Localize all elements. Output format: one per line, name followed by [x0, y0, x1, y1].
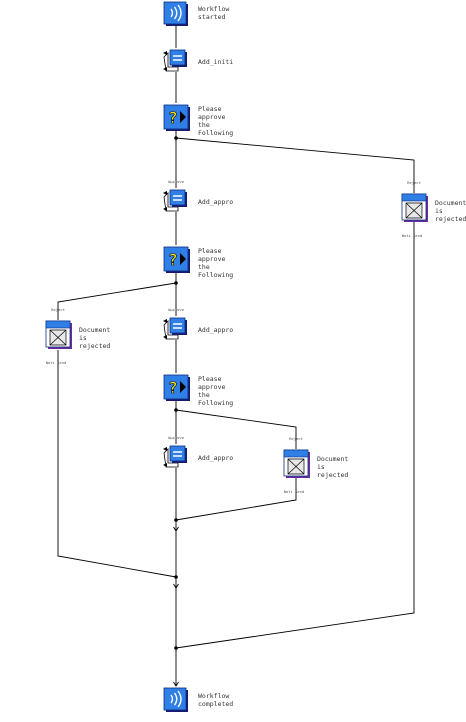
- join-point-1: [174, 646, 178, 650]
- envelope-icon: [287, 458, 305, 475]
- node-label-line: Please: [198, 375, 222, 383]
- signal-waves-icon: [170, 690, 182, 708]
- arrowhead: [173, 526, 179, 532]
- exit-label-noti-send: Noti Send: [46, 360, 67, 365]
- edge-rej1-to-join1: [175, 222, 415, 649]
- question-mark-icon: ?: [168, 108, 178, 127]
- node-label-line: Following: [198, 129, 233, 137]
- node-label-line: Please: [198, 105, 222, 113]
- equals-glyph: [173, 55, 182, 61]
- workflow-start-node[interactable]: Workflow started: [163, 1, 229, 26]
- branch-label-reject: Reject: [51, 307, 65, 312]
- exit-label-noti-send: Noti Send: [402, 233, 423, 238]
- join-point-3: [174, 518, 178, 522]
- node-label-line: Document: [317, 455, 348, 463]
- signal-waves-icon: [170, 4, 182, 22]
- node-label-line: Add_initi: [198, 58, 233, 66]
- node-label-line: rejected: [435, 215, 466, 223]
- nodes-layer: Add_initi?PleaseapprovetheFollowingAdd_a…: [45, 49, 466, 494]
- start-label-line-2: started: [198, 13, 225, 21]
- branch-label-approve: Approve: [168, 179, 185, 184]
- node-label-line: the: [198, 121, 210, 129]
- equals-glyph: [173, 451, 182, 457]
- edges: [57, 26, 415, 687]
- branch-label-reject: Reject: [407, 180, 421, 185]
- split-point-1: [174, 136, 178, 140]
- node-label-line: Please: [198, 247, 222, 255]
- node-label-line: approve: [198, 255, 225, 263]
- node-label-line: the: [198, 391, 210, 399]
- edge-split2-to-rej2: [57, 282, 177, 320]
- branch-label-approve: Approve: [168, 307, 185, 312]
- node-label-line: rejected: [317, 471, 348, 479]
- start-icon: [163, 1, 187, 25]
- node-label-line: approve: [198, 383, 225, 391]
- workflow-node-add1[interactable]: Add_initi: [163, 49, 233, 72]
- question-mark-icon: ?: [168, 250, 178, 269]
- edge-rej2-to-join2: [57, 350, 177, 578]
- node-label-line: Following: [198, 271, 233, 279]
- node-label-line: is: [435, 207, 443, 215]
- exit-label-noti-send: Noti Send: [284, 489, 305, 494]
- node-label-line: rejected: [79, 342, 110, 350]
- envelope-icon: [49, 329, 67, 346]
- equals-icon: [169, 49, 186, 66]
- split-point-3: [174, 408, 178, 412]
- workflow-node-add2[interactable]: Add_appro Approve: [163, 179, 233, 212]
- end-icon: [163, 687, 187, 711]
- branch-label-approve: Approve: [168, 435, 185, 440]
- node-label-line: Document: [79, 326, 110, 334]
- envelope-icon: [405, 202, 423, 219]
- node-label-line: is: [317, 463, 325, 471]
- play-arrow-icon: [180, 111, 186, 123]
- play-arrow-icon: [180, 381, 186, 393]
- workflow-node-add3[interactable]: Add_appro Approve: [163, 307, 233, 340]
- question-mark-icon: ?: [168, 378, 178, 397]
- workflow-node-add4[interactable]: Add_appro Approve: [163, 435, 233, 468]
- equals-icon: [169, 445, 186, 462]
- edge-split3-to-rej3: [175, 409, 297, 449]
- arrow-icon: [163, 447, 167, 467]
- arrowhead: [173, 681, 179, 687]
- play-arrow-icon: [180, 253, 186, 265]
- node-label-line: approve: [198, 113, 225, 121]
- end-label-line-2: completed: [198, 700, 233, 708]
- node-label-line: Add_appro: [198, 454, 233, 462]
- question-decision-icon: [163, 104, 189, 130]
- arrow-icon: [163, 319, 167, 339]
- join-point-2: [174, 575, 178, 579]
- node-label-line: Document: [435, 199, 466, 207]
- arrow-icon: [163, 51, 167, 71]
- arrow-icon: [163, 191, 167, 211]
- split-point-2: [174, 281, 178, 285]
- node-label-line: the: [198, 263, 210, 271]
- branch-label-reject: Reject: [289, 436, 303, 441]
- node-label-line: Following: [198, 399, 233, 407]
- node-label-line: Add_appro: [198, 198, 233, 206]
- mail-header-icon: [401, 193, 427, 202]
- equals-glyph: [173, 323, 182, 329]
- workflow-end-node[interactable]: Workflow completed: [163, 687, 233, 712]
- equals-icon: [169, 317, 186, 334]
- mail-header-icon: [45, 320, 71, 329]
- edge-split1-to-rej1: [175, 137, 415, 193]
- mail-header-icon: [283, 449, 309, 458]
- equals-icon: [169, 189, 186, 206]
- node-label-line: Add_appro: [198, 326, 233, 334]
- node-label-line: is: [79, 334, 87, 342]
- arrowhead: [173, 583, 179, 589]
- start-label-line-1: Workflow: [198, 5, 229, 13]
- edge-rej3-to-join3: [175, 478, 297, 521]
- end-label-line-1: Workflow: [198, 692, 229, 700]
- equals-glyph: [173, 195, 182, 201]
